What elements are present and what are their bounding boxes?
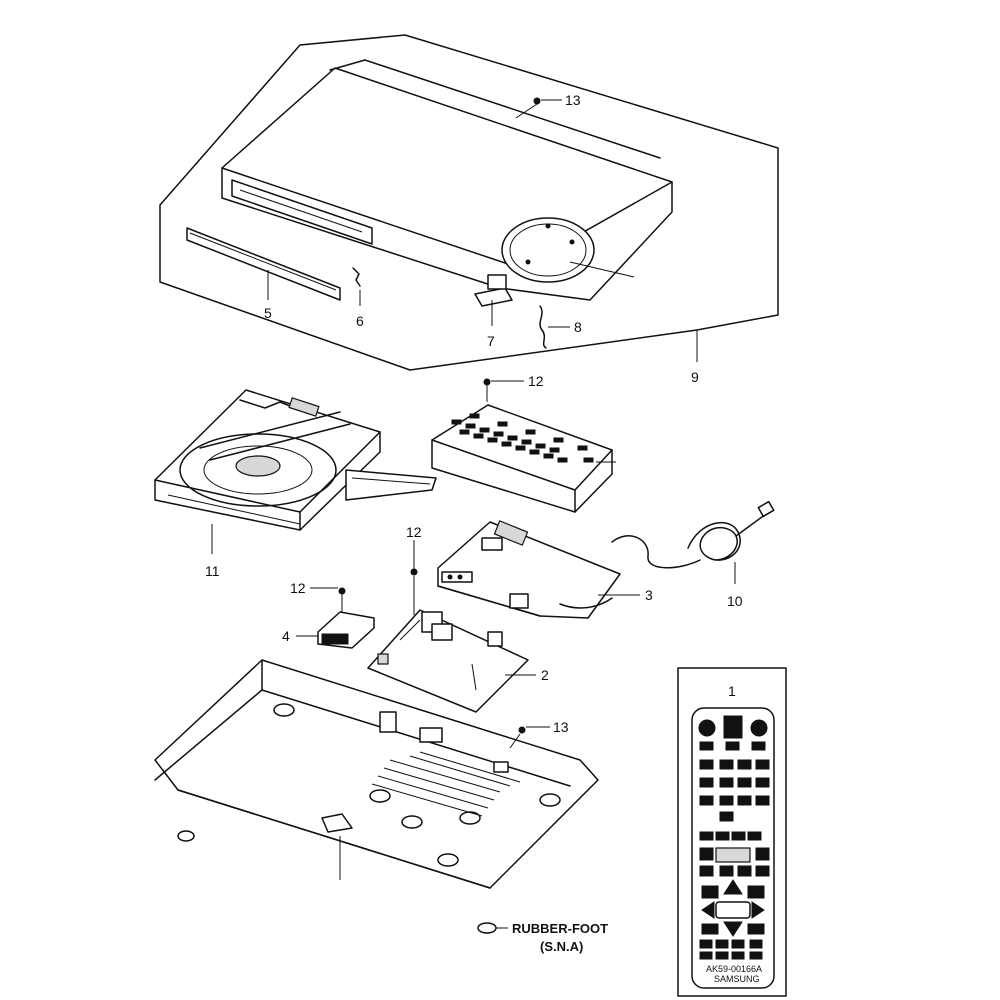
remote-display-area — [715, 847, 751, 863]
remote-model-number: AK59-00166A — [706, 964, 762, 974]
callout-1: 1 — [728, 683, 736, 699]
part-6-clip — [352, 267, 361, 287]
part-1-remote-control: 1 AK59-00166A SAMSUNG — [677, 667, 787, 997]
bottom-chassis: 13 — [154, 659, 599, 889]
rubber-foot-label: RUBBER-FOOT — [512, 921, 608, 936]
remote-enter-button — [715, 901, 751, 919]
part-10-power-cord: 10 — [611, 500, 775, 609]
rubber-foot-note: RUBBER-FOOT (S.N.A) — [477, 921, 608, 954]
callout-13-bottom: 13 — [553, 719, 569, 735]
pcb-shield-cover: 12 — [431, 373, 616, 513]
screw-13-bottom — [518, 726, 526, 734]
callout-2: 2 — [541, 667, 549, 683]
loose-rubber-foot — [177, 830, 195, 842]
part-7-tab — [487, 274, 507, 290]
callout-12-left: 12 — [290, 580, 306, 596]
top-cover-assembly: 7 8 5 6 13 9 — [159, 34, 779, 385]
loader-flex-cable — [345, 469, 437, 501]
remote-button-grid — [699, 741, 770, 960]
part-5-front-strip — [186, 227, 341, 301]
part-11-disc-loader: 11 — [154, 389, 437, 579]
callout-8: 8 — [574, 319, 582, 335]
cover-back-edge — [364, 59, 661, 159]
screw-12-left — [338, 587, 346, 595]
screw-12-top — [483, 378, 491, 386]
callout-11: 11 — [205, 563, 220, 579]
top-cover — [221, 67, 673, 301]
rubber-foot-sna-note: (S.N.A) — [540, 939, 583, 954]
remote-brand: SAMSUNG — [714, 974, 760, 984]
callout-3: 3 — [645, 587, 653, 603]
cover-back-corner — [329, 59, 366, 71]
callout-7: 7 — [487, 333, 495, 349]
part-4-module: 12 4 — [282, 580, 375, 649]
callout-12-top: 12 — [528, 373, 544, 389]
part-3-main-board: 3 12 — [406, 520, 653, 619]
leader-round-panel — [569, 261, 635, 278]
callout-6: 6 — [356, 313, 364, 329]
callout-13-top: 13 — [565, 92, 581, 108]
part-2-sub-board: 2 — [367, 609, 549, 713]
screw-12-middle — [410, 568, 418, 576]
rubber-foot-icon — [477, 922, 497, 934]
round-panel — [501, 217, 595, 283]
callout-4: 4 — [282, 628, 290, 644]
disc-tray — [179, 433, 337, 507]
callout-10: 10 — [727, 593, 743, 609]
callout-9: 9 — [691, 369, 699, 385]
callout-5: 5 — [264, 305, 272, 321]
remote-box — [677, 667, 787, 997]
callout-12-middle: 12 — [406, 524, 422, 540]
disc-slot — [231, 179, 373, 245]
part-7-bracket — [474, 287, 513, 307]
screw-13-top — [533, 97, 541, 105]
part-8-cable — [539, 305, 547, 349]
